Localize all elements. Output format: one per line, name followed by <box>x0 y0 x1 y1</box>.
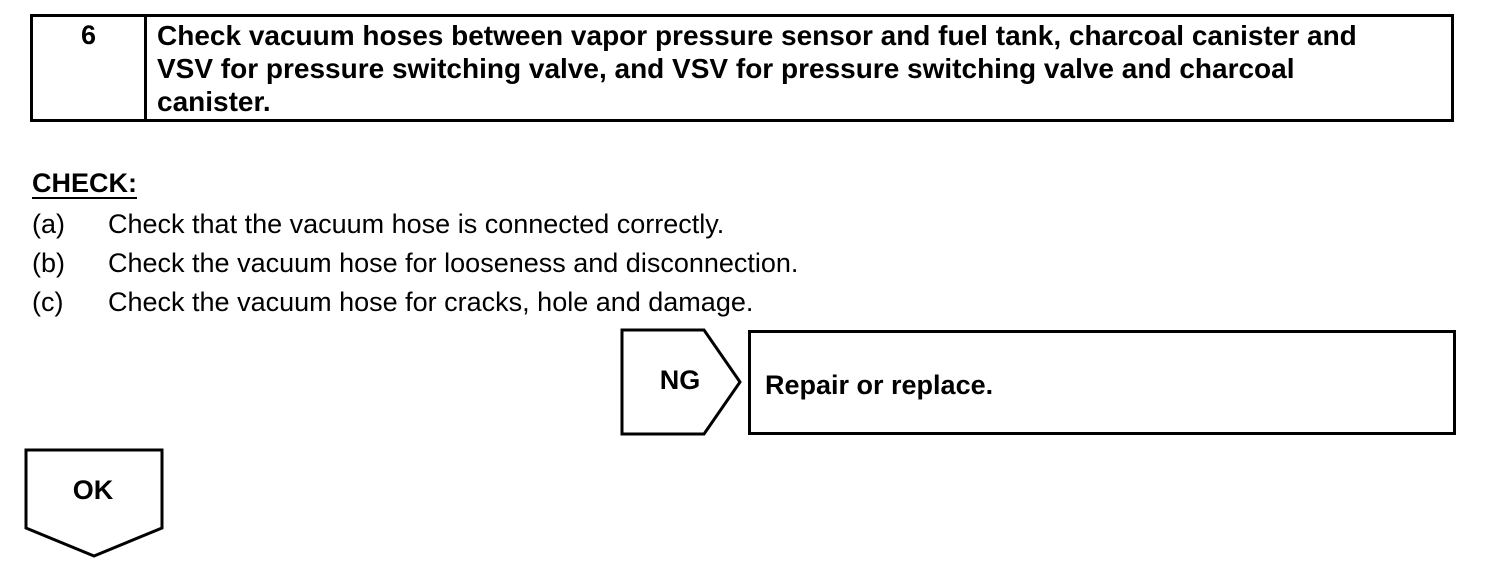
ng-label: NG <box>659 365 701 395</box>
ng-result-text: Repair or replace. <box>765 370 994 400</box>
ok-label: OK <box>72 475 114 505</box>
check-item-text: Check that the vacuum hose is connected … <box>108 209 725 239</box>
check-heading: CHECK: <box>32 168 137 198</box>
check-item-marker: (c) <box>32 287 64 317</box>
check-item-text: Check the vacuum hose for cracks, hole a… <box>108 287 754 317</box>
ok-arrow-icon <box>24 448 164 558</box>
check-item-text: Check the vacuum hose for looseness and … <box>108 248 799 278</box>
ng-result-box: Repair or replace. <box>748 330 1456 435</box>
step-title: Check vacuum hoses between vapor pressur… <box>157 20 1357 117</box>
ng-arrow-icon <box>620 328 742 436</box>
step-number: 6 <box>33 17 147 119</box>
check-item-marker: (a) <box>32 209 65 239</box>
step-header-box: 6 Check vacuum hoses between vapor press… <box>30 14 1454 122</box>
check-item-marker: (b) <box>32 248 65 278</box>
